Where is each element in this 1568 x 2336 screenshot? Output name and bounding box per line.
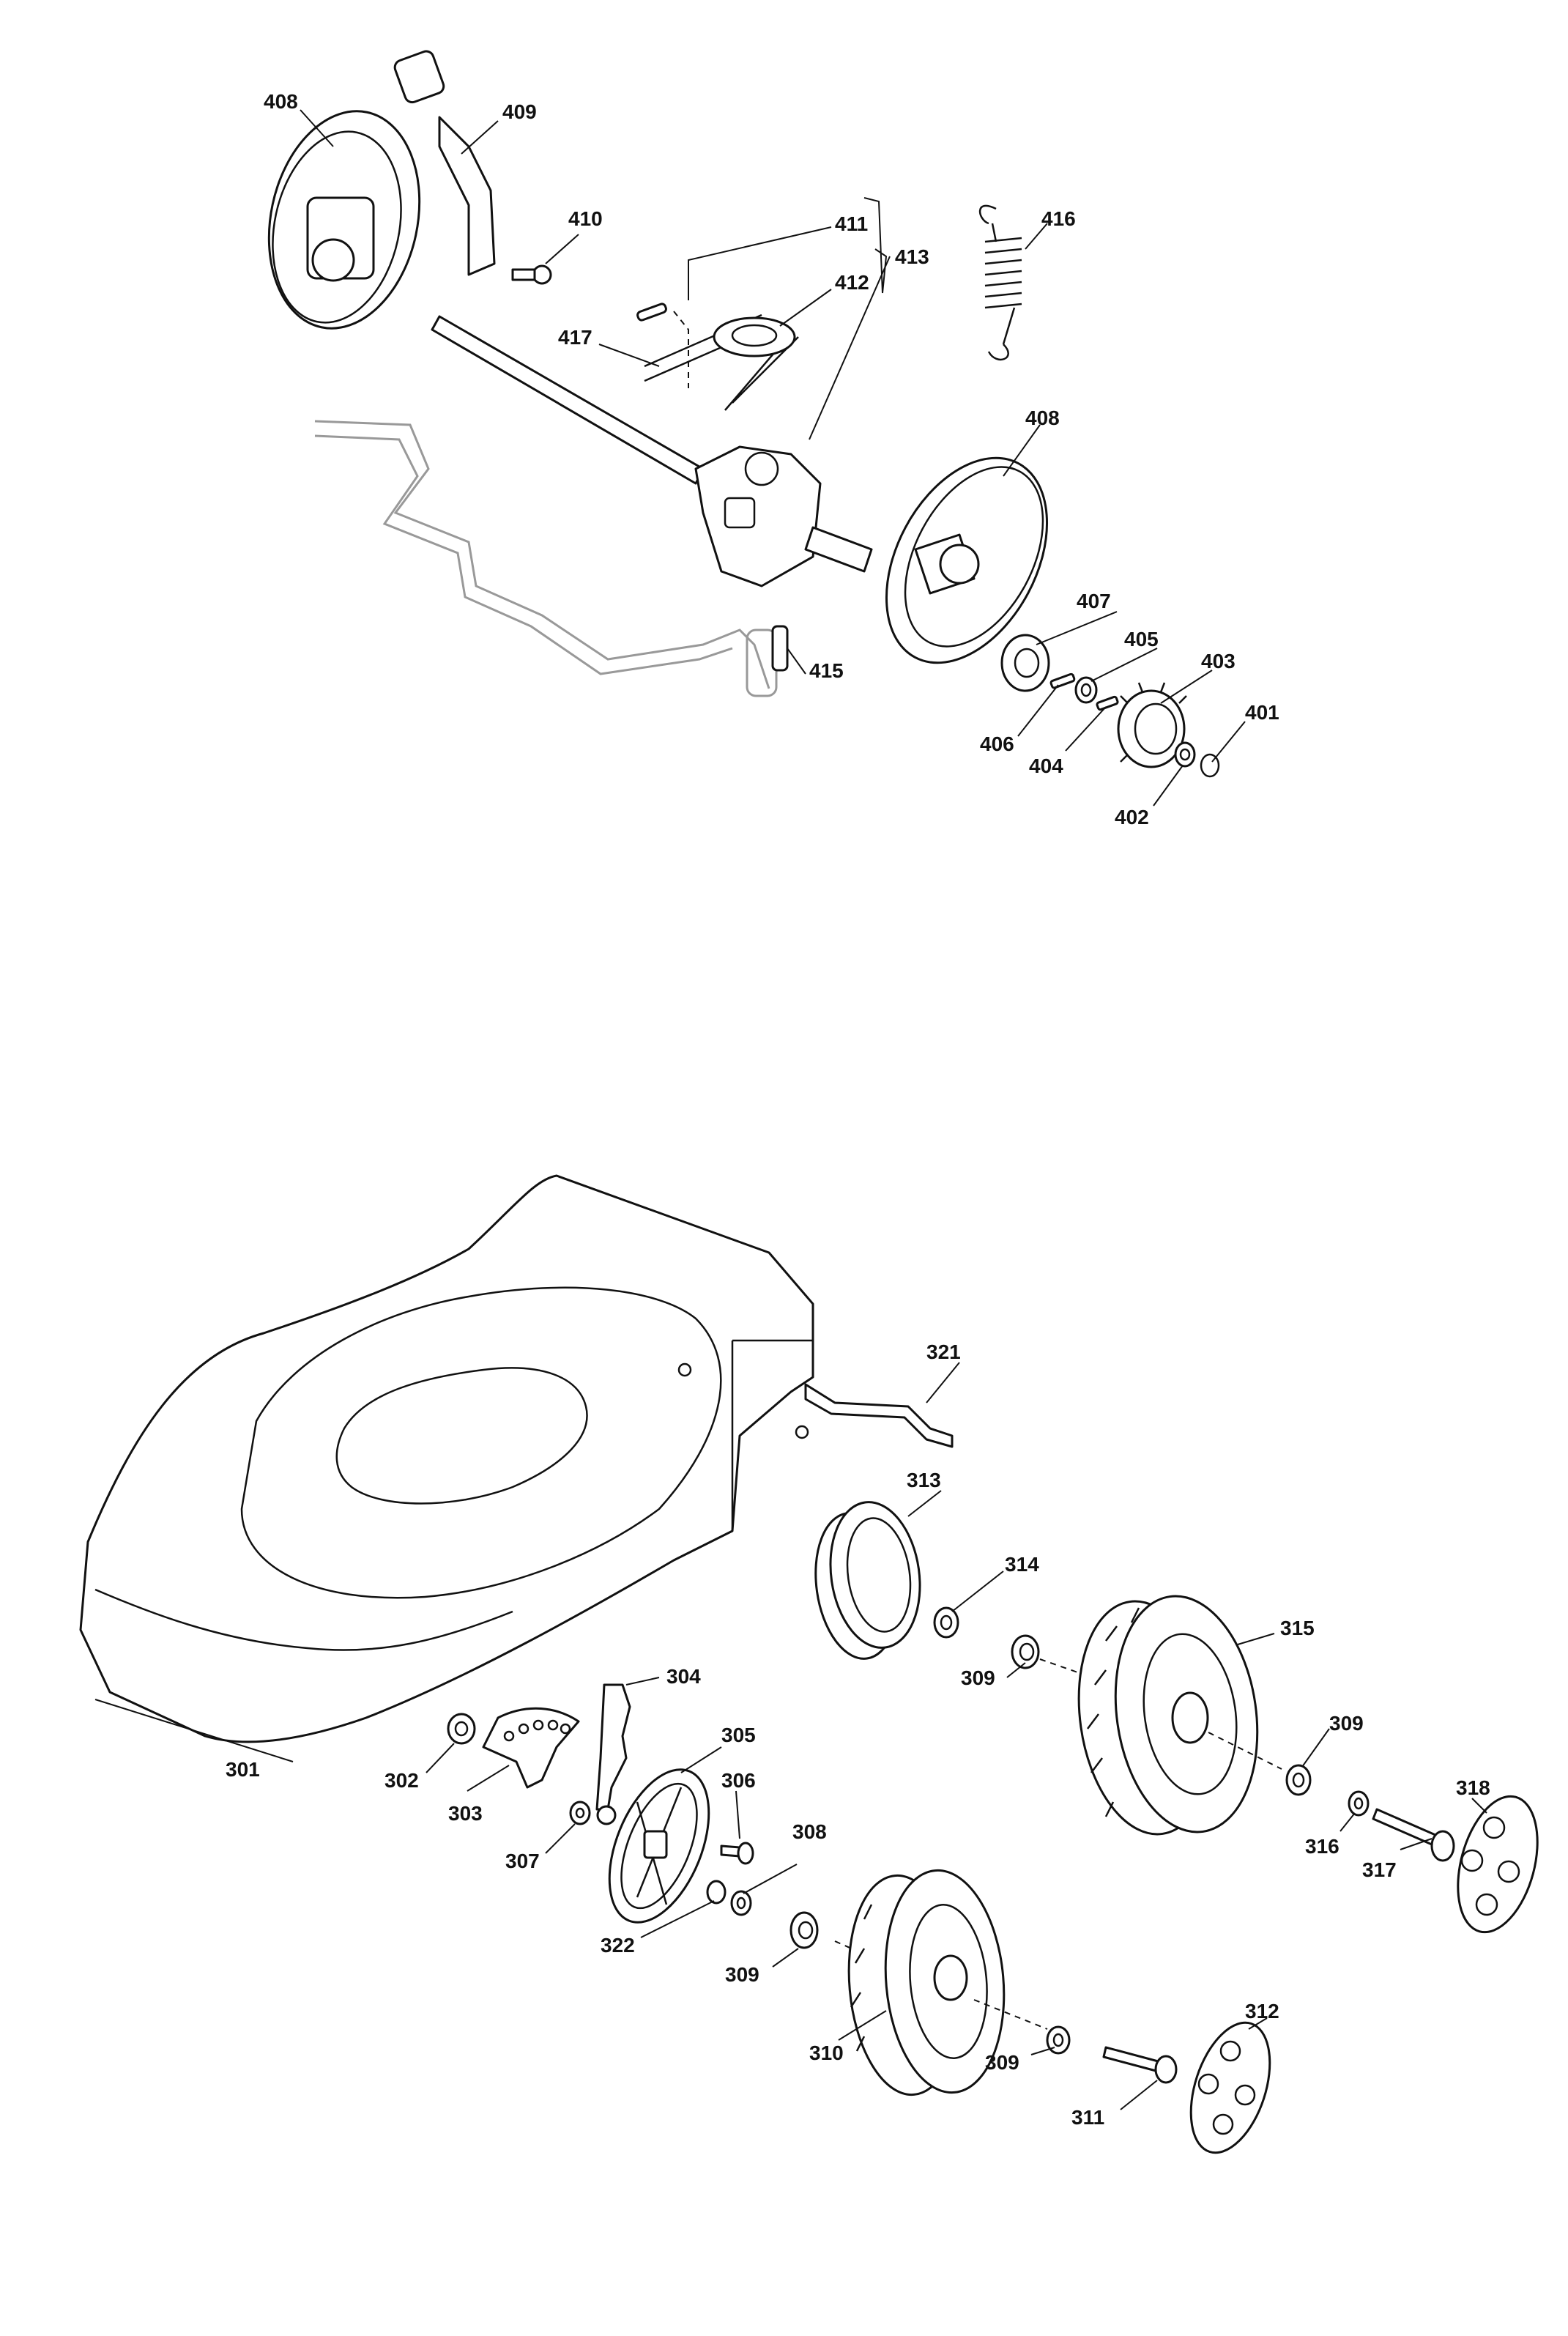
axis-line-b	[1208, 1732, 1282, 1770]
part-305-front-wheel-cover	[608, 1768, 710, 1924]
part-407-bearing	[1000, 634, 1050, 692]
part-317-bolt	[1372, 1808, 1455, 1862]
part-307-nut	[569, 1801, 591, 1825]
callout-317: 317	[1362, 1858, 1397, 1881]
frame-outline	[314, 420, 770, 689]
part-306-bolt	[720, 1842, 754, 1865]
callout-322: 322	[601, 1934, 635, 1957]
part-302-bush	[447, 1713, 476, 1745]
part-416-spring	[978, 204, 1022, 361]
callout-416: 416	[1041, 207, 1076, 230]
part-301-deck	[79, 1174, 814, 1743]
callout-311: 311	[1071, 2106, 1104, 2129]
part-304-lever	[595, 1683, 631, 1825]
callout-410: 410	[568, 207, 603, 230]
part-409-lever	[393, 50, 496, 276]
part-310-front-wheel	[847, 1869, 1006, 2096]
part-309-nut-d	[1046, 2025, 1071, 2055]
part-415-pin	[771, 625, 789, 672]
callout-403: 403	[1201, 650, 1236, 672]
part-316-washer	[1348, 1790, 1370, 1817]
part-408-left-wheel-cover	[267, 110, 421, 330]
callout-303: 303	[448, 1802, 483, 1825]
part-308-washer	[730, 1890, 752, 1916]
callout-302: 302	[384, 1769, 419, 1792]
callout-309-d: 309	[985, 2051, 1019, 2074]
part-315-rear-wheel	[1077, 1595, 1259, 1836]
part-321-rear-axle	[804, 1383, 954, 1448]
callout-401: 401	[1245, 701, 1279, 724]
gearbox	[694, 445, 873, 587]
callout-407: 407	[1077, 590, 1111, 612]
part-410-screw	[511, 264, 552, 285]
deck-assembly	[79, 1174, 1539, 2154]
callout-409: 409	[502, 100, 537, 123]
callout-408-right: 408	[1025, 407, 1060, 429]
callout-415: 415	[809, 659, 844, 682]
callout-310: 310	[809, 2042, 844, 2064]
part-313-gear-ring	[814, 1501, 921, 1660]
part-406-key	[1049, 672, 1076, 689]
callout-304: 304	[666, 1665, 701, 1688]
leader-lines-upper	[300, 109, 1246, 807]
callout-308: 308	[792, 1820, 827, 1843]
callout-305: 305	[721, 1724, 756, 1746]
callout-405: 405	[1124, 628, 1159, 650]
part-303-height-plate	[482, 1707, 580, 1789]
callout-417: 417	[558, 326, 592, 349]
callout-412: 412	[835, 271, 869, 294]
callout-309-b: 309	[1329, 1712, 1364, 1735]
callout-313: 313	[907, 1469, 941, 1491]
callout-321: 321	[926, 1341, 961, 1363]
part-309-nut-b	[1285, 1764, 1312, 1796]
callout-312: 312	[1245, 2000, 1279, 2022]
axis-line-d	[973, 1999, 1048, 2030]
callout-318: 318	[1456, 1776, 1490, 1799]
callout-315: 315	[1280, 1617, 1315, 1639]
part-402-washer	[1174, 741, 1196, 768]
callout-314: 314	[1005, 1553, 1039, 1576]
callout-306: 306	[721, 1769, 756, 1792]
callout-309-a: 309	[961, 1666, 995, 1689]
callout-309-c: 309	[725, 1963, 759, 1986]
leader-lines-lower	[94, 1362, 1487, 2110]
callout-307: 307	[505, 1850, 540, 1872]
part-322-washer	[706, 1880, 727, 1905]
callout-402: 402	[1115, 806, 1149, 828]
part-311-bolt	[1102, 2046, 1178, 2084]
part-417-belt	[644, 314, 799, 411]
callout-316: 316	[1305, 1835, 1340, 1858]
callout-408-left: 408	[264, 90, 298, 113]
callout-413: 413	[895, 245, 929, 268]
callout-406: 406	[980, 733, 1014, 755]
axis-line-a	[1039, 1658, 1114, 1686]
drive-assembly	[267, 50, 1246, 807]
callout-labels: 408 409 410 411 412 413 416 417 408 407 …	[226, 90, 1490, 2129]
callout-404: 404	[1029, 754, 1063, 777]
part-405-washer	[1074, 676, 1098, 704]
part-401-circlip	[1200, 753, 1220, 778]
part-408-right-wheel-cover	[885, 456, 1049, 664]
pin-guide-line	[673, 311, 689, 388]
callout-411: 411	[835, 212, 868, 235]
callout-301: 301	[226, 1758, 260, 1781]
part-403-gear	[1117, 682, 1187, 768]
group-bracket-413	[863, 197, 888, 294]
part-309-pinion-c	[789, 1911, 819, 1949]
part-404-key	[1096, 695, 1119, 711]
part-411-pin	[636, 303, 667, 322]
part-309-pinion-a	[1011, 1634, 1040, 1669]
part-412-pulley	[713, 316, 796, 357]
part-318-hub-cap	[1457, 1795, 1539, 1934]
part-312-hub-cap	[1189, 2021, 1271, 2154]
part-314-nut	[933, 1606, 959, 1639]
